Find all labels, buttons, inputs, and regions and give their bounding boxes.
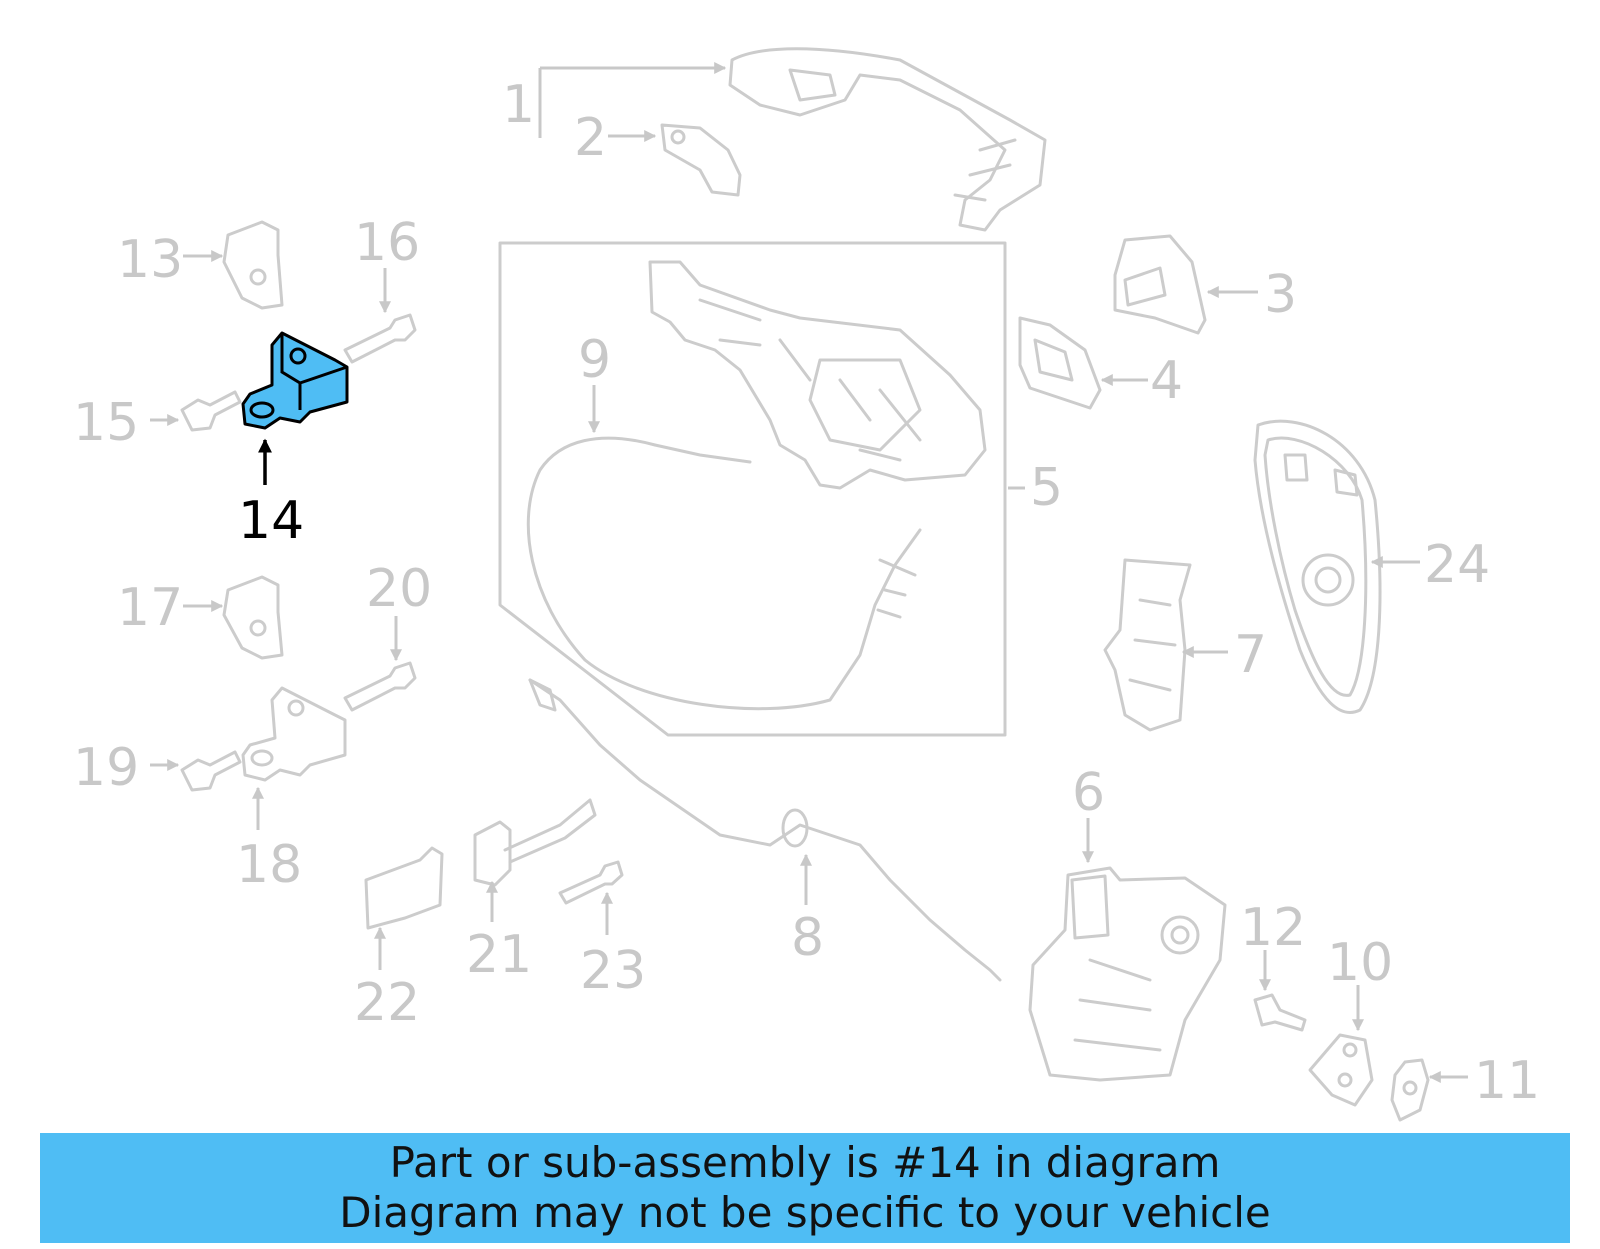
part-10-plate[interactable] — [1308, 1033, 1374, 1107]
part-21-check-strap[interactable] — [473, 798, 597, 887]
callout-16: 16 — [354, 213, 420, 273]
callout-5: 5 — [1030, 458, 1063, 518]
part-5-latch-assembly-box[interactable] — [498, 241, 1007, 737]
callout-6: 6 — [1072, 763, 1105, 823]
banner-line-2: Diagram may not be specific to your vehi… — [339, 1188, 1271, 1237]
part-22-seal[interactable] — [364, 846, 444, 930]
callout-12: 12 — [1240, 898, 1306, 958]
callout-1: 1 — [502, 75, 535, 135]
callout-19: 19 — [73, 738, 139, 798]
part-9-cable[interactable] — [526, 436, 922, 711]
callout-2: 2 — [574, 108, 607, 168]
callout-4: 4 — [1150, 351, 1183, 411]
part-13-hinge-half[interactable] — [222, 220, 284, 310]
part-20-bolt[interactable] — [343, 661, 417, 712]
callout-11: 11 — [1474, 1051, 1540, 1111]
part-24-trim-panel[interactable] — [1253, 419, 1382, 714]
part-11-gasket[interactable] — [1390, 1058, 1430, 1122]
part-3-cover[interactable] — [1113, 234, 1207, 335]
part-17-hinge-half[interactable] — [222, 575, 284, 660]
callout-15: 15 — [73, 393, 139, 453]
callout-17: 17 — [117, 578, 183, 638]
part-1-door-handle[interactable] — [728, 47, 1047, 232]
part-14-hinge-highlighted[interactable] — [241, 331, 349, 430]
callout-10: 10 — [1327, 933, 1393, 993]
callout-22: 22 — [354, 973, 420, 1033]
callout-7: 7 — [1234, 625, 1267, 685]
part-7-bracket[interactable] — [1103, 558, 1192, 732]
part-23-bolt[interactable] — [558, 860, 624, 905]
part-16-bolt[interactable] — [343, 313, 417, 364]
info-banner: Part or sub-assembly is #14 in diagram D… — [40, 1133, 1570, 1243]
callout-18: 18 — [236, 835, 302, 895]
part-4-gasket[interactable] — [1018, 316, 1102, 410]
part-15-bolt[interactable] — [180, 390, 242, 432]
callout-3: 3 — [1264, 265, 1297, 325]
part-18-hinge[interactable] — [241, 686, 347, 782]
callout-21: 21 — [466, 925, 532, 985]
callout-9: 9 — [578, 330, 611, 390]
callout-14-active: 14 — [238, 491, 304, 551]
part-6-latch[interactable] — [1028, 866, 1227, 1082]
callout-20: 20 — [366, 559, 432, 619]
part-8-cable[interactable] — [528, 678, 1002, 982]
part-2-handle-cap[interactable] — [660, 123, 742, 197]
callout-8: 8 — [791, 908, 824, 968]
callout-23: 23 — [580, 941, 646, 1001]
part-19-bolt[interactable] — [180, 750, 242, 792]
callout-13: 13 — [117, 230, 183, 290]
callout-24: 24 — [1424, 535, 1490, 595]
part-12-bolt[interactable] — [1253, 993, 1307, 1032]
leader-lines — [150, 68, 1468, 1083]
banner-line-1: Part or sub-assembly is #14 in diagram — [389, 1138, 1221, 1187]
